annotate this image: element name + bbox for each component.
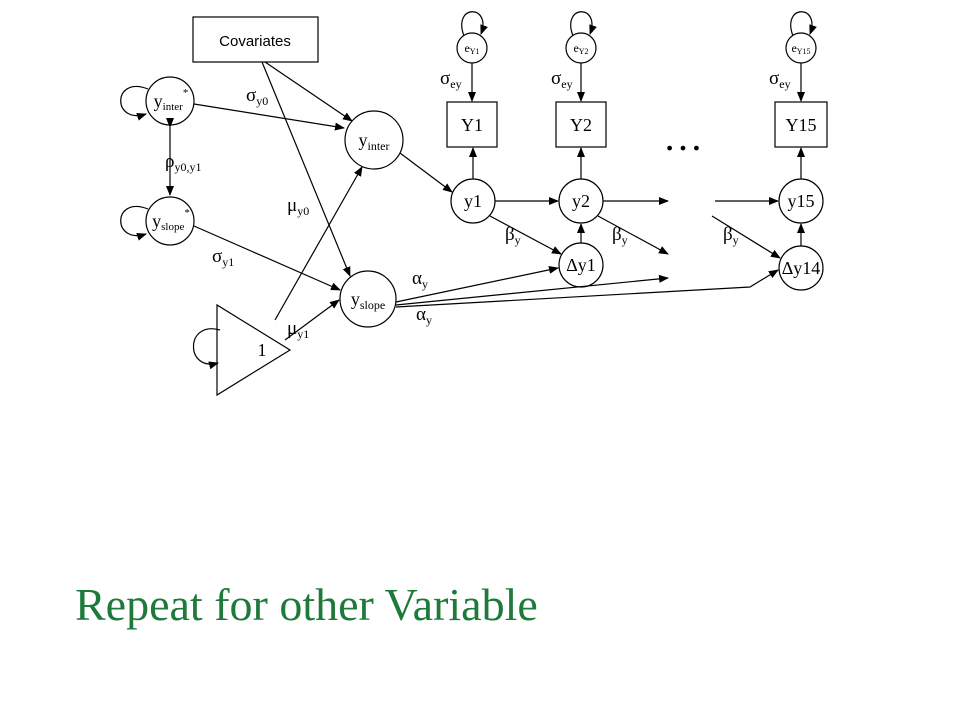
arrow-constant-to-yinter	[274, 166, 363, 321]
y-inter-star-label: yinter*	[154, 87, 189, 113]
y-inter-node	[344, 110, 404, 170]
sigma-ey-2-label: σey	[551, 68, 573, 91]
beta-y-3-label: βy	[723, 224, 739, 247]
y-slope-star-label: yslope*	[152, 207, 190, 233]
self-loop-y-slope-star	[120, 206, 149, 241]
arrow-y2-onward-beta	[597, 215, 669, 255]
arrow-yslope-to-dy14	[395, 269, 779, 308]
arrow-covariates-to-yslope	[261, 61, 351, 277]
y2-label: y2	[572, 191, 590, 211]
slide-title: Repeat for other Variable	[75, 579, 538, 630]
eY15-label: eY15	[791, 41, 810, 56]
arrow-yinterstar-to-yinter	[193, 103, 345, 131]
dy14-label: Δy14	[782, 258, 821, 278]
self-loop-eY15	[790, 11, 817, 37]
sigma-ey-1-label: σey	[440, 68, 462, 91]
arrow-covariates-to-yinter	[264, 61, 353, 122]
ellipsis-label: …	[663, 114, 703, 159]
eY2-label: eY2	[573, 41, 588, 56]
arrow-y1-to-dy1	[489, 215, 562, 255]
y15-label: y15	[788, 191, 815, 211]
beta-y-2-label: βy	[612, 224, 628, 247]
self-loop-eY2	[570, 11, 597, 37]
alpha-y-1-label: αy	[412, 268, 428, 291]
y-inter-label: yinter	[359, 130, 390, 153]
rho-label: ρy0,y1	[165, 151, 201, 174]
self-loop-constant	[192, 328, 221, 370]
covariates-label: Covariates	[219, 33, 291, 50]
y-slope-node	[339, 270, 397, 328]
Y1-label: Y1	[461, 115, 483, 135]
eY1-label: eY1	[464, 41, 479, 56]
covariates-box	[192, 16, 319, 63]
arrow-yslopestar-to-yslope	[193, 225, 341, 291]
constant-triangle	[216, 303, 292, 397]
y-slope-star-node	[145, 196, 195, 246]
arrow-constant-to-yslope	[284, 299, 340, 341]
mu-y0-label: μy0	[287, 195, 309, 218]
dy1-label: Δy1	[566, 255, 596, 275]
Y2-label: Y2	[570, 115, 592, 135]
arrow-beta-to-dy14	[711, 215, 781, 259]
arrow-yslope-onward-alpha	[395, 274, 669, 306]
sigma-y1-label: σy1	[212, 246, 234, 269]
y1-label: y1	[464, 191, 482, 211]
mu-y1-label: μy1	[287, 318, 309, 341]
arrow-yinter-to-y1	[399, 152, 453, 193]
self-loop-eY1	[461, 11, 488, 37]
alpha-y-2-label: αy	[416, 304, 432, 327]
sigma-y0-label: σy0	[246, 85, 268, 108]
constant-label: 1	[258, 340, 267, 360]
arrow-yslope-to-dy1	[395, 265, 559, 303]
sigma-ey-15-label: σey	[769, 68, 791, 91]
Y15-label: Y15	[786, 115, 817, 135]
y-slope-label: yslope	[351, 289, 385, 312]
self-loop-y-inter-star	[120, 86, 149, 121]
beta-y-1-label: βy	[505, 224, 521, 247]
